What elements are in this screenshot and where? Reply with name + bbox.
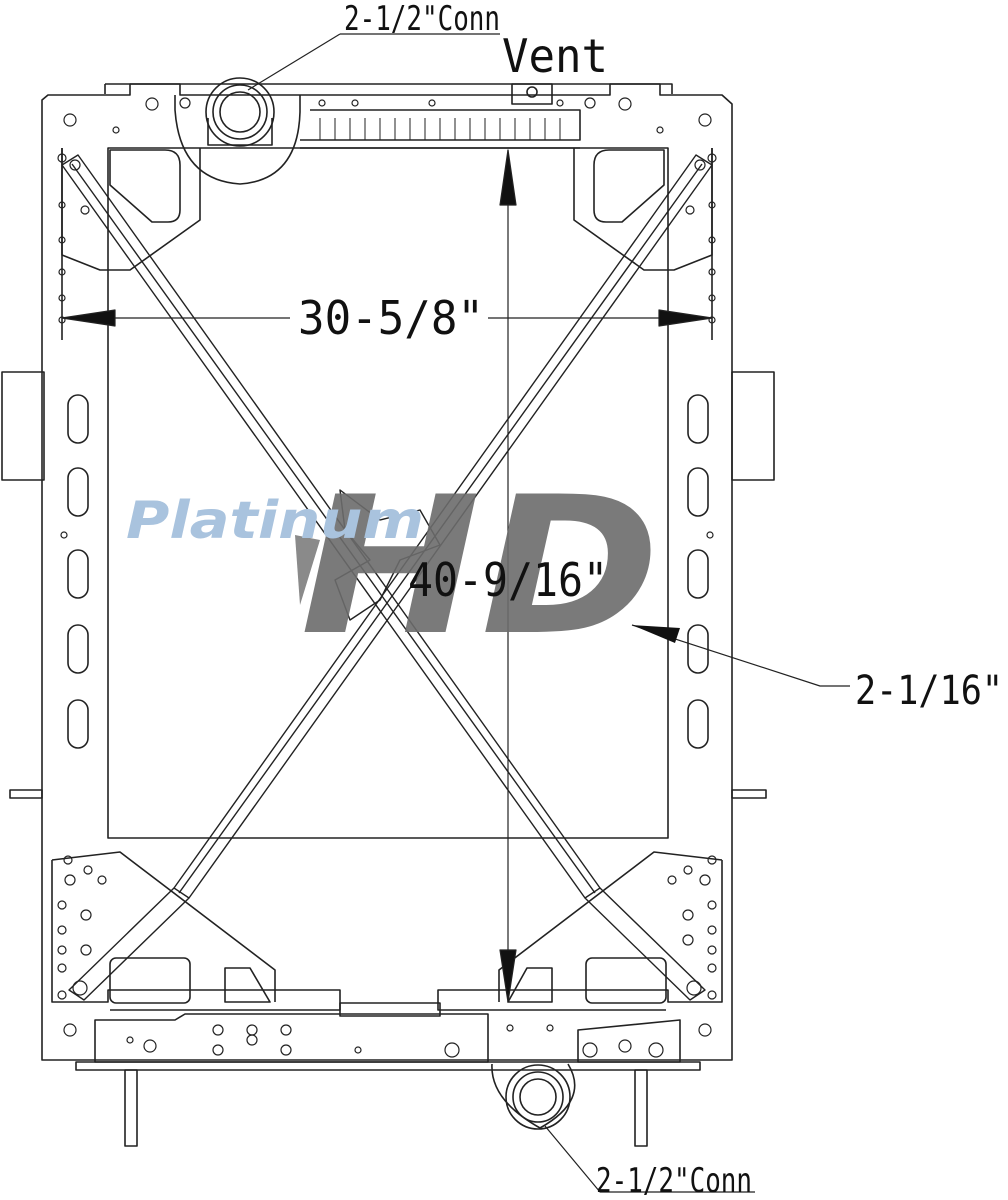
width-dimension — [61, 309, 713, 327]
mounting-holes — [57, 97, 717, 1058]
bottom-connection-label: 2-1/2"Conn — [596, 1161, 752, 1200]
leader-lines — [247, 33, 850, 1193]
lower-right-gusset — [437, 851, 723, 1011]
vent-label: Vent — [502, 29, 608, 83]
upper-left-gusset — [61, 148, 201, 271]
brand-watermark: HD Platinum — [126, 456, 660, 677]
top-connection-label: 2-1/2"Conn — [344, 0, 500, 39]
brand-script: Platinum — [126, 491, 424, 551]
height-dimension — [499, 149, 517, 1003]
bottom-connection — [505, 1064, 571, 1130]
brand-mark: HD — [300, 456, 660, 677]
bottom-tank — [75, 1002, 701, 1147]
width-dimension-label: 30-5/8" — [298, 291, 484, 345]
side-slots — [67, 394, 709, 749]
brace-rods — [61, 154, 713, 1001]
upper-right-gusset — [573, 148, 713, 271]
top-tank — [174, 83, 581, 185]
height-dimension-label: 40-9/16" — [408, 553, 608, 607]
side-dimension-label: 2-1/16" — [855, 668, 1003, 714]
top-connection — [205, 77, 275, 147]
lower-left-gusset — [51, 851, 341, 1011]
